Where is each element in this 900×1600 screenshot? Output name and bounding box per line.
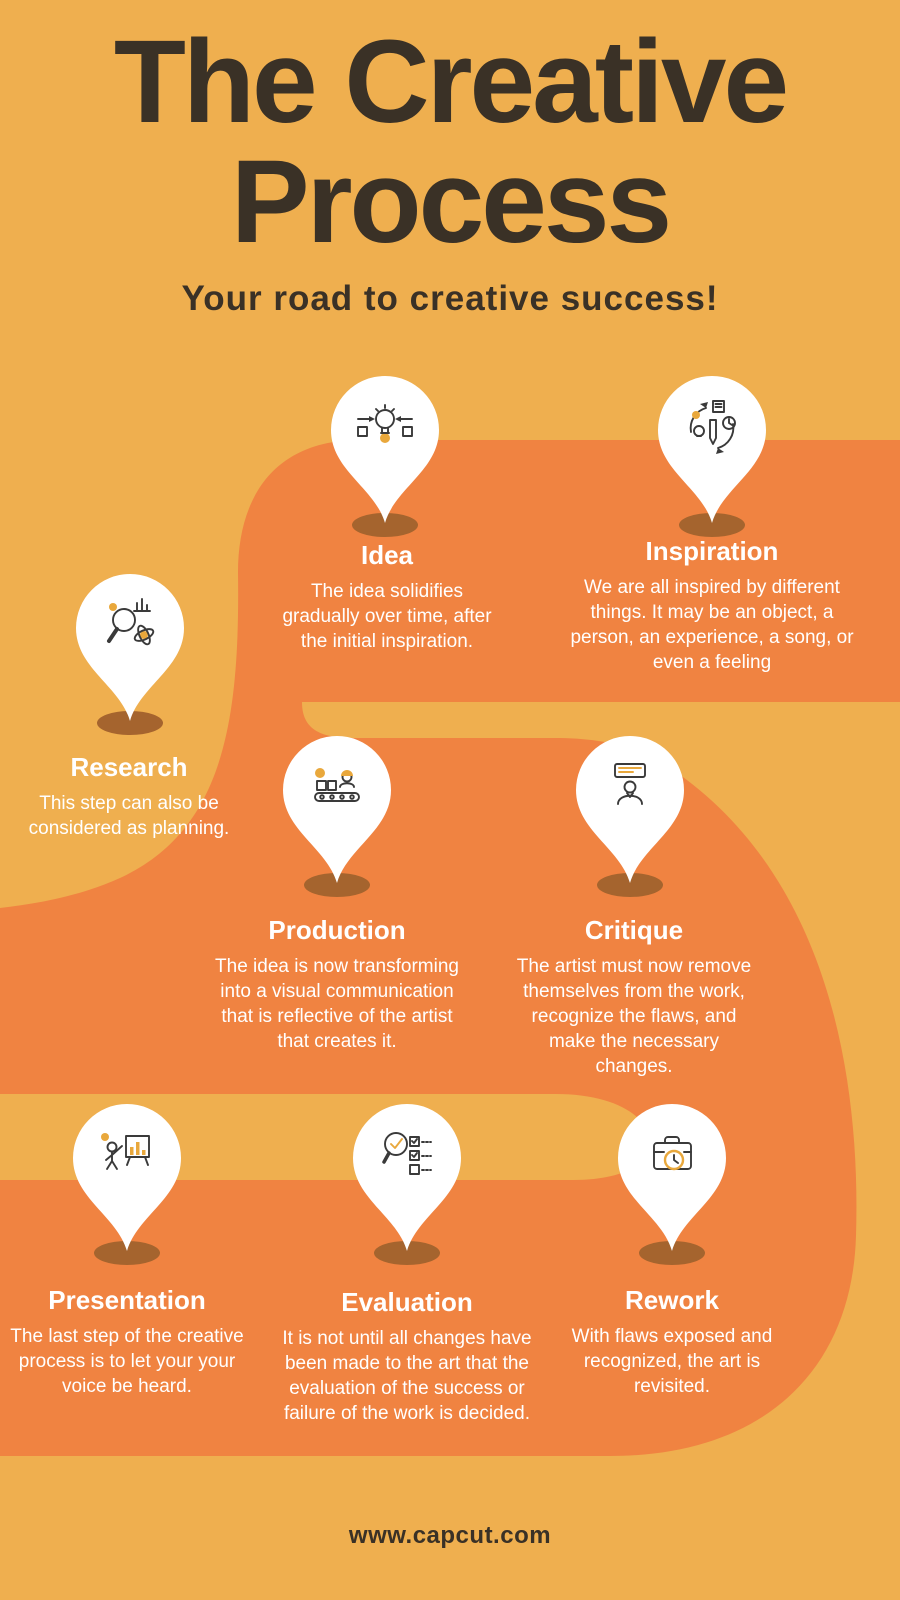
pin-shadow: [304, 873, 370, 897]
map-pin: [618, 1104, 726, 1251]
step-description: We are all inspired by different things.…: [570, 577, 854, 674]
presentation-icon: [101, 1133, 150, 1170]
page-subtitle: Your road to creative success!: [181, 278, 719, 318]
step-title: Presentation: [48, 1285, 206, 1315]
map-pin: [576, 736, 684, 883]
step-description: The artist must now remove themselves fr…: [516, 956, 752, 1078]
step-title: Critique: [584, 915, 684, 945]
map-pin: [353, 1104, 461, 1251]
pin-shadow: [97, 711, 163, 735]
map-pin: [658, 376, 766, 523]
footer-url: www.capcut.com: [348, 1522, 552, 1549]
pin-shadow: [374, 1241, 440, 1265]
research-icon: [107, 598, 155, 646]
header: The Creative Process Your road to creati…: [0, 22, 900, 319]
critique-icon: [614, 763, 646, 805]
page-title-line1: The Creative: [113, 16, 789, 148]
step-description: The idea is now transforming into a visu…: [215, 956, 459, 1053]
step-description: The idea solidifies gradually over time,…: [282, 581, 492, 653]
pin-shadow: [639, 1241, 705, 1265]
page-title-line2: Process: [230, 136, 672, 269]
step-description: With flaws exposed and recognized, the a…: [571, 1326, 773, 1398]
step-description: It is not until all changes have been ma…: [282, 1328, 532, 1425]
evaluation-icon: [382, 1132, 432, 1175]
step-description: This step can also be considered as plan…: [28, 793, 230, 840]
step-title: Production: [268, 915, 406, 945]
inspiration-icon: [689, 400, 736, 454]
step-description: The last step of the creative process is…: [10, 1326, 244, 1398]
production-icon: [314, 768, 360, 802]
idea-icon: [357, 404, 413, 443]
map-pin: [73, 1104, 181, 1251]
pin-shadow: [352, 513, 418, 537]
map-pin: [76, 574, 184, 721]
map-pin: [283, 736, 391, 883]
pin-shadow: [679, 513, 745, 537]
step-title: Rework: [625, 1285, 719, 1315]
rework-icon: [653, 1136, 692, 1171]
step-title: Idea: [360, 540, 414, 570]
step-title: Research: [70, 752, 188, 782]
step-title: Inspiration: [645, 536, 779, 566]
pin-shadow: [597, 873, 663, 897]
step-title: Evaluation: [341, 1287, 473, 1317]
pin-shadow: [94, 1241, 160, 1265]
map-pin: [331, 376, 439, 523]
